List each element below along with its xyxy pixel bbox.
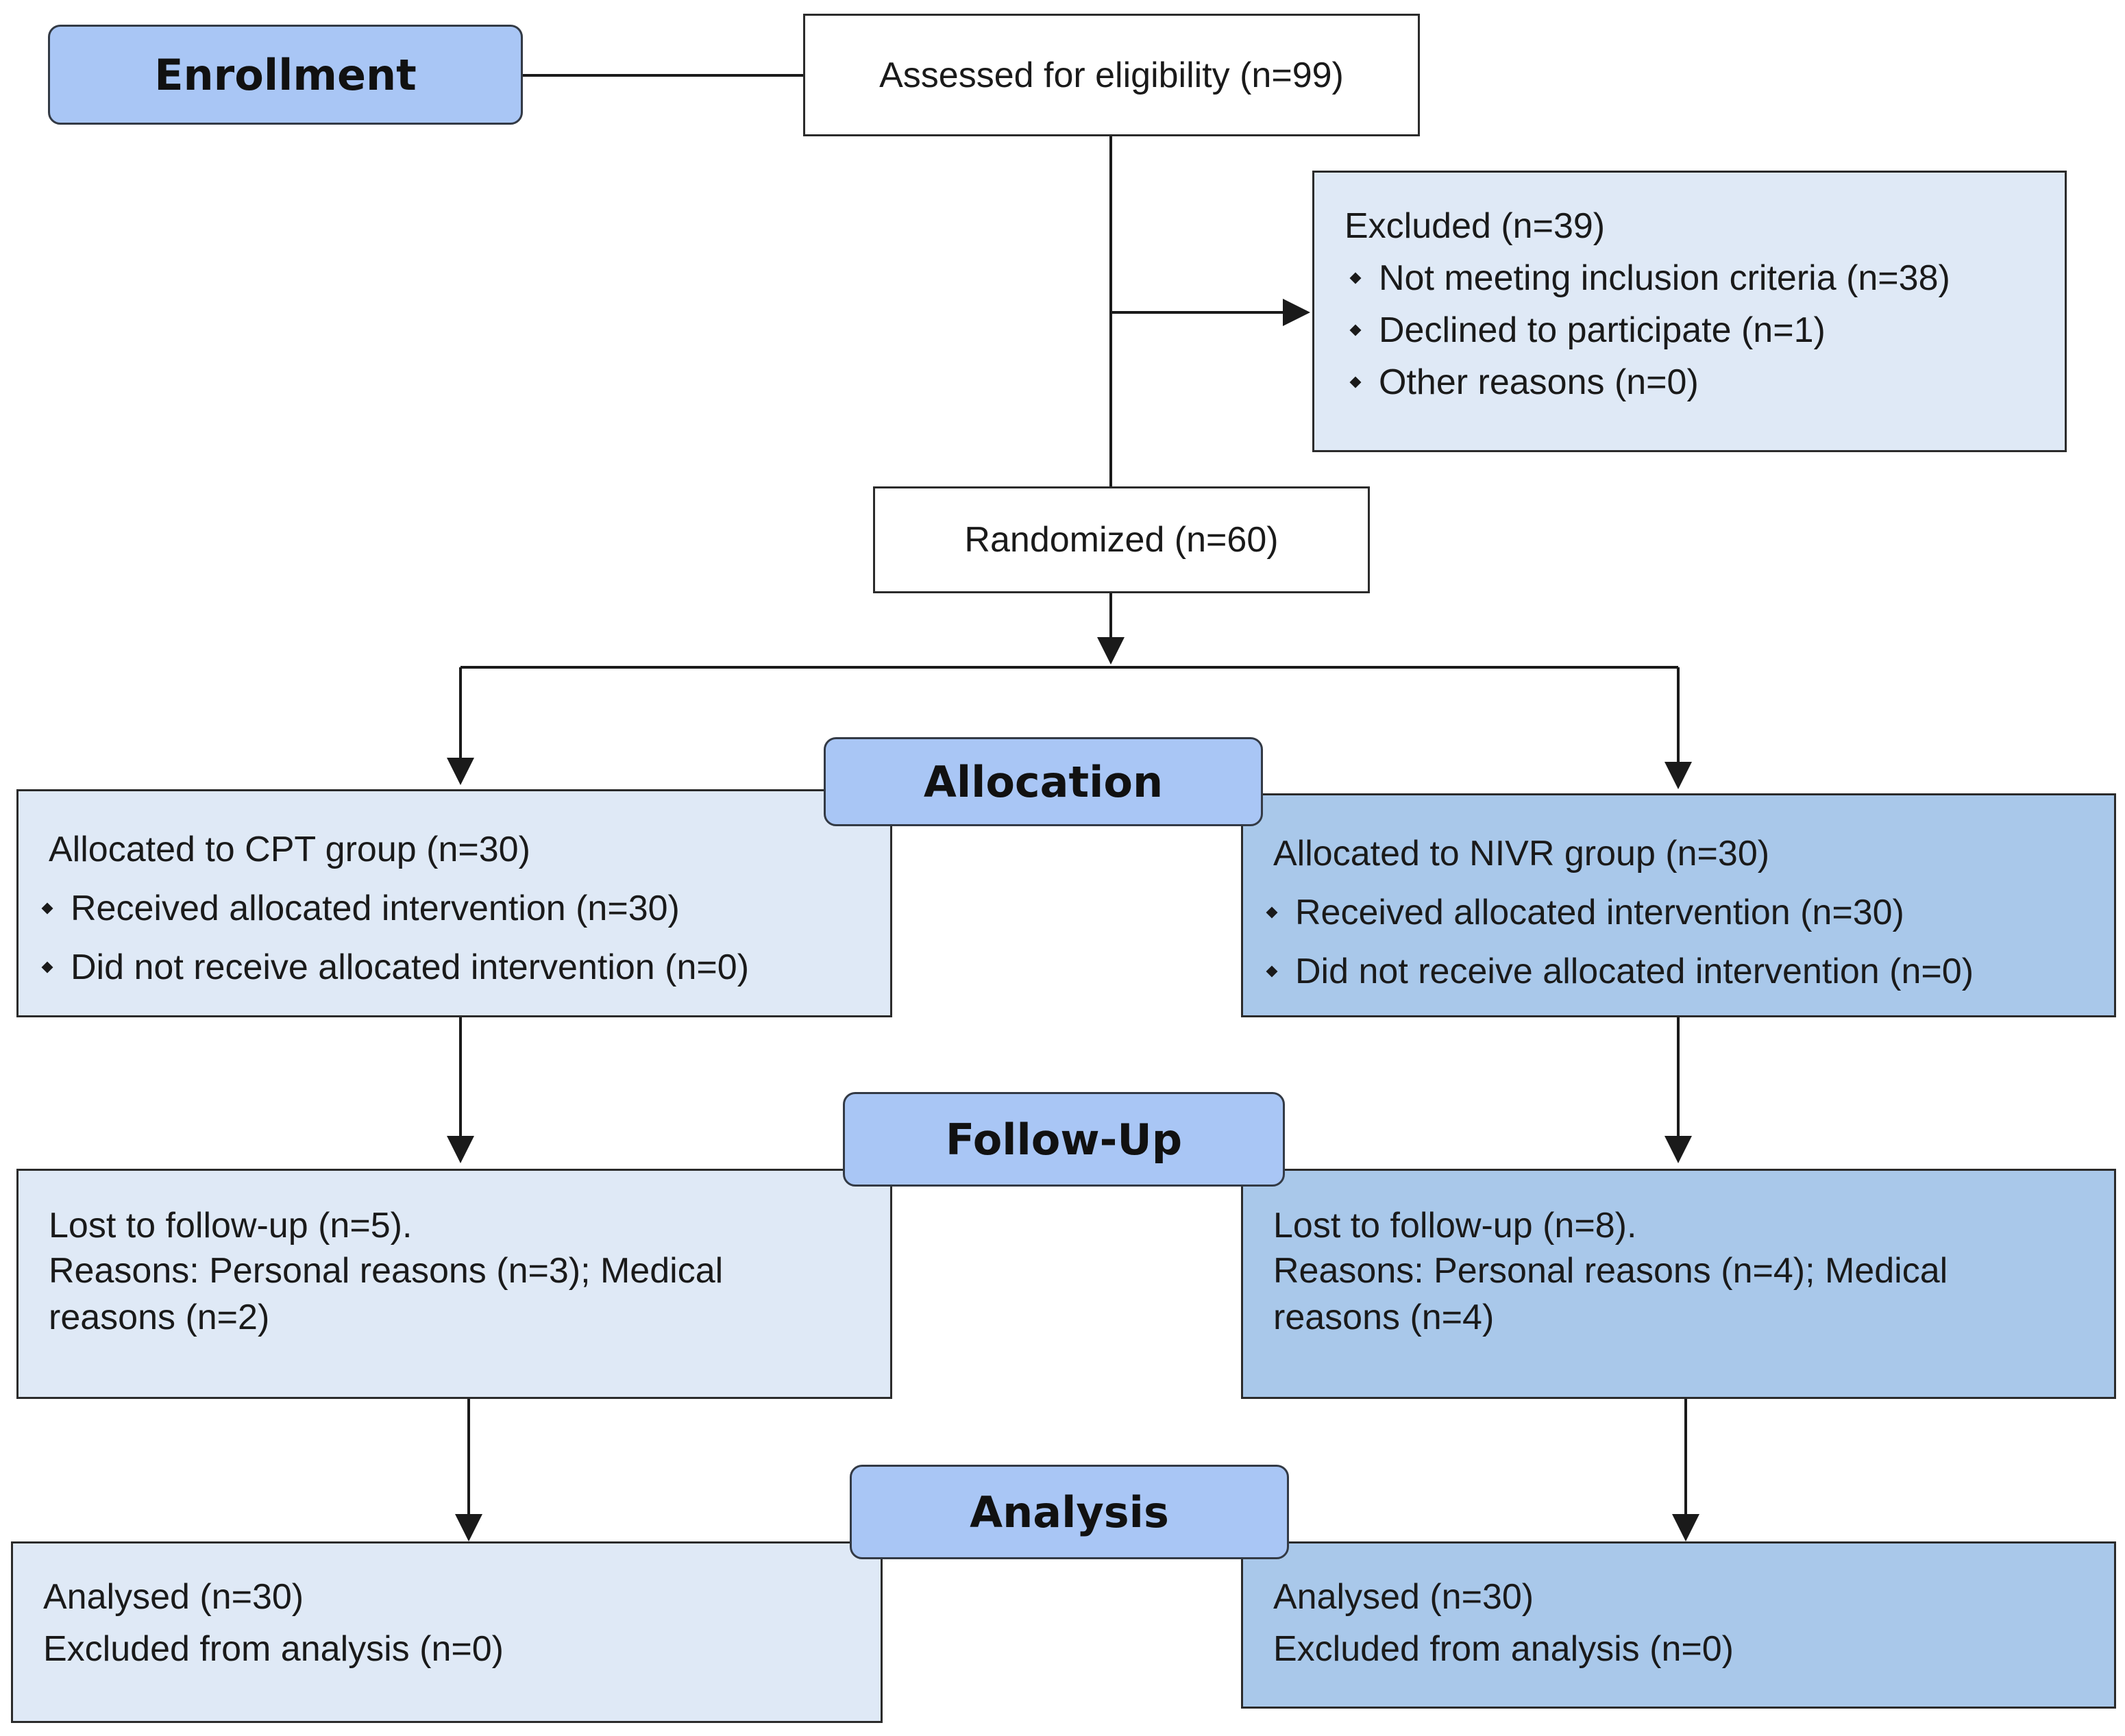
bullet-diamond-icon xyxy=(1349,324,1362,336)
follow-up-nivr-reasons: Reasons: Personal reasons (n=4); Medical… xyxy=(1273,1251,1948,1337)
follow-up-nivr-lost: Lost to follow-up (n=8). xyxy=(1273,1206,1637,1245)
analysis-nivr-analysed: Analysed (n=30) xyxy=(1273,1577,1534,1617)
allocation-stage-text: Allocation xyxy=(923,756,1164,807)
bullet-diamond-icon xyxy=(1349,272,1362,284)
excluded-item: Not meeting inclusion criteria (n=38) xyxy=(1344,252,2044,304)
enrollment-stage-label: Enrollment xyxy=(48,25,523,125)
allocation-nivr-item-text: Did not receive allocated intervention (… xyxy=(1295,952,1974,991)
randomized-text: Randomized (n=60) xyxy=(964,520,1279,560)
analysis-cpt-box: Analysed (n=30) Excluded from analysis (… xyxy=(11,1541,883,1723)
randomized-box: Randomized (n=60) xyxy=(873,486,1370,593)
allocation-nivr-box: Allocated to NIVR group (n=30) Received … xyxy=(1241,793,2116,1017)
assessed-text: Assessed for eligibility (n=99) xyxy=(879,55,1344,95)
excluded-item-text: Declined to participate (n=1) xyxy=(1379,310,1826,350)
allocation-stage-label: Allocation xyxy=(824,737,1263,826)
allocation-cpt-item: Did not receive allocated intervention (… xyxy=(36,938,870,997)
bullet-diamond-icon xyxy=(1266,965,1278,978)
analysis-cpt-excluded: Excluded from analysis (n=0) xyxy=(43,1629,504,1669)
analysis-nivr-box: Analysed (n=30) Excluded from analysis (… xyxy=(1241,1541,2116,1709)
enrollment-stage-text: Enrollment xyxy=(154,49,417,100)
allocation-nivr-item-text: Received allocated intervention (n=30) xyxy=(1295,893,1904,932)
bullet-diamond-icon xyxy=(1266,906,1278,919)
follow-up-cpt-lost: Lost to follow-up (n=5). xyxy=(49,1206,413,1245)
analysis-cpt-analysed: Analysed (n=30) xyxy=(43,1577,304,1617)
assessed-box: Assessed for eligibility (n=99) xyxy=(803,14,1420,136)
excluded-item: Declined to participate (n=1) xyxy=(1344,304,2044,356)
analysis-nivr-excluded: Excluded from analysis (n=0) xyxy=(1273,1629,1734,1669)
allocation-nivr-item: Did not receive allocated intervention (… xyxy=(1261,942,2093,1001)
excluded-item: Other reasons (n=0) xyxy=(1344,356,2044,408)
excluded-title: Excluded (n=39) xyxy=(1344,206,1606,246)
allocation-nivr-item: Received allocated intervention (n=30) xyxy=(1261,883,2093,942)
follow-up-nivr-box: Lost to follow-up (n=8). Reasons: Person… xyxy=(1241,1169,2116,1399)
allocation-cpt-item-text: Did not receive allocated intervention (… xyxy=(71,947,750,987)
allocation-cpt-title: Allocated to CPT group (n=30) xyxy=(49,830,530,869)
bullet-diamond-icon xyxy=(41,961,53,974)
bullet-diamond-icon xyxy=(1349,376,1362,388)
allocation-nivr-title: Allocated to NIVR group (n=30) xyxy=(1273,834,1770,873)
analysis-stage-text: Analysis xyxy=(970,1487,1169,1537)
allocation-cpt-box: Allocated to CPT group (n=30) Received a… xyxy=(16,789,892,1017)
follow-up-stage-text: Follow-Up xyxy=(945,1114,1183,1165)
excluded-item-text: Other reasons (n=0) xyxy=(1379,362,1699,402)
allocation-cpt-item: Received allocated intervention (n=30) xyxy=(36,879,870,938)
follow-up-cpt-reasons: Reasons: Personal reasons (n=3); Medical… xyxy=(49,1251,724,1337)
bullet-diamond-icon xyxy=(41,902,53,915)
excluded-item-text: Not meeting inclusion criteria (n=38) xyxy=(1379,258,1950,298)
analysis-stage-label: Analysis xyxy=(850,1465,1289,1559)
follow-up-cpt-box: Lost to follow-up (n=5). Reasons: Person… xyxy=(16,1169,892,1399)
excluded-box: Excluded (n=39) Not meeting inclusion cr… xyxy=(1312,171,2067,452)
allocation-cpt-item-text: Received allocated intervention (n=30) xyxy=(71,889,680,928)
follow-up-stage-label: Follow-Up xyxy=(843,1092,1285,1187)
